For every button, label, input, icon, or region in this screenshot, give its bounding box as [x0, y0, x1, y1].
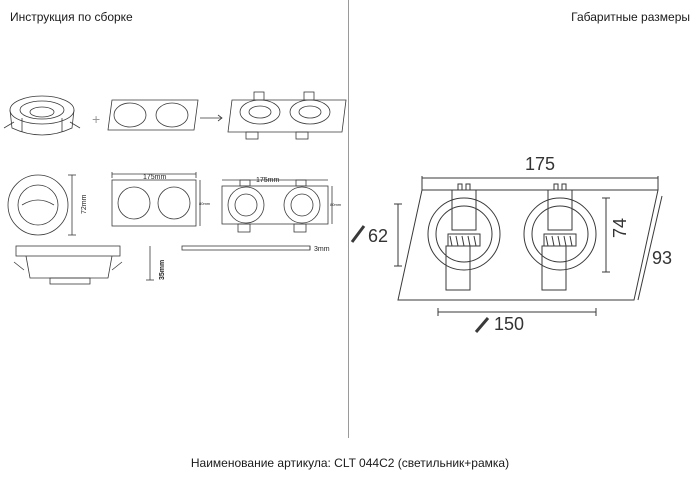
- article-name: Наименование артикула: CLT 044C2 (светил…: [190, 456, 510, 470]
- assembled-width-label: 175mm: [256, 177, 280, 184]
- inner-height-label: 74: [610, 218, 630, 238]
- frame-outline: [397, 176, 659, 301]
- cutout-width-label: 150: [494, 314, 524, 334]
- instructions-title: Инструкция по сборке: [10, 10, 133, 24]
- assembled-perspective: [227, 91, 347, 140]
- fixture-side-view: [13, 245, 154, 285]
- total-width-label: 175: [525, 154, 555, 174]
- diameter-icon: [350, 225, 366, 243]
- frame-thickness-label: 3mm: [314, 246, 330, 253]
- fixture-right: [523, 183, 597, 291]
- plus-sign: +: [92, 111, 100, 127]
- fixture-top-view: [7, 174, 76, 236]
- cutout-diameter-icon: [474, 317, 490, 333]
- total-height-dimension-line: [637, 195, 663, 301]
- fixture-perspective: [3, 95, 81, 136]
- diameter-label: 62: [368, 226, 388, 246]
- frame-width-label: 175mm: [143, 174, 167, 181]
- frame-perspective: [107, 99, 199, 131]
- assembled-top-view: [221, 179, 333, 233]
- frame-top-view: [111, 172, 201, 227]
- total-height-label: 93: [652, 248, 672, 268]
- dimensions-title: Габаритные размеры: [571, 10, 690, 24]
- section-divider: [348, 0, 349, 438]
- frame-height-label: 80mm: [199, 201, 211, 206]
- arrow-icon: [200, 114, 223, 122]
- assembly-instructions-drawing: + 72mm 175mm 80mm: [3, 91, 347, 285]
- frame-side-view: [181, 245, 311, 251]
- assembled-height-label: 80mm: [330, 202, 342, 207]
- fixture-diameter-label: 72mm: [81, 194, 88, 214]
- dimensions-drawing: 175 62 74 93 150: [350, 154, 672, 334]
- fixture-depth-label: 35mm: [159, 260, 166, 280]
- fixture-left: [427, 183, 501, 291]
